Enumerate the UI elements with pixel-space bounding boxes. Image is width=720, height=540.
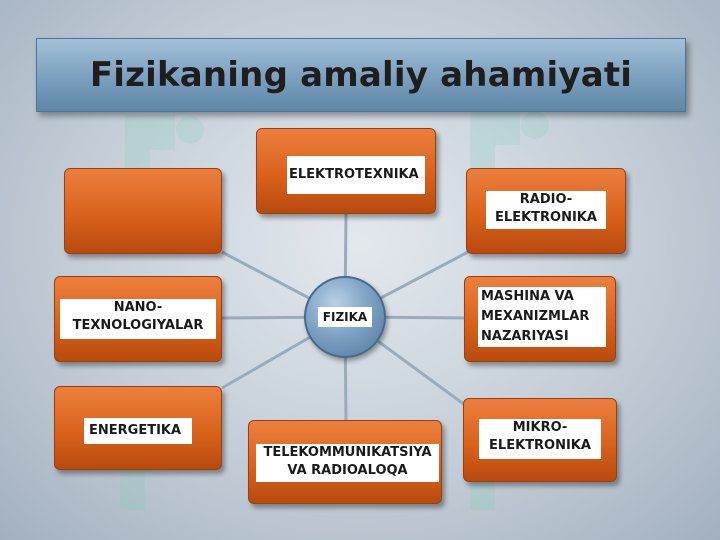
center-hub-label: FIZIKA [318,307,372,327]
node-mashina-label-line1: MASHINA VA [481,289,574,304]
node-telekom-label-line2: VA RADIOALOQA [287,463,408,478]
node-mashina-label-line3: NAZARIYASI [481,329,569,344]
node-elektrotexnika-label: ELEKTROTEXNIKA [287,156,425,194]
node-nano-label-line2: TEXNOLOGIYALAR [72,318,204,333]
node-nano-label: NANO- TEXNOLOGIYALAR [60,299,216,339]
node-mikro-label-line1: MIKRO- [512,420,568,435]
node-mashina-label: MASHINA VA MEXANIZMLAR NAZARIYASI [478,287,606,347]
node-mikro-label: MIKRO- ELEKTRONIKA [479,419,601,459]
node-nano-label-line1: NANO- [113,300,163,315]
node-energetika-label: ENERGETIKA [84,418,192,444]
node-top-left-empty [64,168,222,254]
node-radio-label-line2: ELEKTRONIKA [495,210,597,225]
node-mashina-label-line2: MEXANIZMLAR [481,309,590,324]
title-bar: Fizikaning amaliy ahamiyati [36,38,686,112]
node-mikro-label-line2: ELEKTRONIKA [489,438,591,453]
node-radio-label-line1: RADIO- [519,192,573,207]
slide-title: Fizikaning amaliy ahamiyati [89,55,633,95]
node-radio-label: RADIO- ELEKTRONIKA [486,191,606,229]
node-telekom-label-line1: TELEKOMMUNIKATSIYA [263,445,432,460]
node-telekom-label: TELEKOMMUNIKATSIYA VA RADIOALOQA [256,444,439,482]
